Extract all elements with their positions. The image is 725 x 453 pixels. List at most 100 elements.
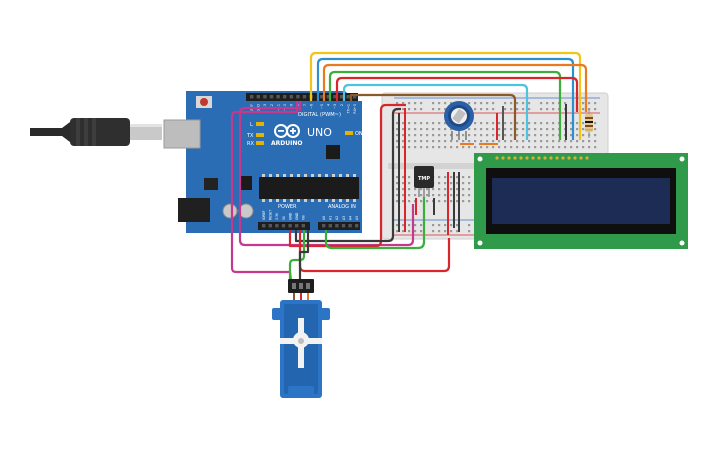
breadboard-hole[interactable] [546, 122, 549, 125]
breadboard-hole[interactable] [420, 128, 423, 131]
breadboard-hole[interactable] [492, 128, 495, 131]
breadboard-hole[interactable] [558, 140, 561, 143]
breadboard-hole[interactable] [402, 122, 405, 125]
breadboard-hole[interactable] [450, 182, 453, 185]
breadboard-hole[interactable] [408, 182, 411, 185]
breadboard-hole[interactable] [420, 108, 423, 111]
breadboard-hole[interactable] [402, 188, 405, 191]
breadboard-hole[interactable] [456, 134, 459, 137]
breadboard-hole[interactable] [408, 200, 411, 203]
breadboard-hole[interactable] [468, 146, 471, 149]
lcd-pin[interactable] [549, 156, 553, 160]
breadboard-hole[interactable] [444, 230, 447, 233]
breadboard-hole[interactable] [408, 122, 411, 125]
breadboard-hole[interactable] [450, 146, 453, 149]
breadboard-hole[interactable] [468, 140, 471, 143]
breadboard-hole[interactable] [474, 122, 477, 125]
breadboard-hole[interactable] [456, 230, 459, 233]
digital-pin-hole[interactable] [302, 95, 307, 99]
breadboard-hole[interactable] [420, 200, 423, 203]
breadboard-hole[interactable] [426, 134, 429, 137]
digital-pin-hole[interactable] [276, 95, 280, 99]
breadboard-hole[interactable] [582, 122, 585, 125]
breadboard-hole[interactable] [588, 102, 591, 105]
breadboard-hole[interactable] [408, 108, 411, 111]
lcd-pin[interactable] [561, 156, 565, 160]
lcd-pin[interactable] [525, 156, 529, 160]
breadboard-hole[interactable] [420, 224, 423, 227]
breadboard-hole[interactable] [396, 102, 399, 105]
digital-pin-hole[interactable] [320, 95, 324, 99]
breadboard-hole[interactable] [396, 200, 399, 203]
breadboard-hole[interactable] [582, 140, 585, 143]
breadboard-hole[interactable] [456, 140, 459, 143]
breadboard-hole[interactable] [492, 102, 495, 105]
breadboard-hole[interactable] [498, 146, 501, 149]
breadboard-hole[interactable] [414, 102, 417, 105]
breadboard-hole[interactable] [456, 194, 459, 197]
breadboard-hole[interactable] [504, 140, 507, 143]
breadboard-hole[interactable] [570, 146, 573, 149]
breadboard-hole[interactable] [456, 182, 459, 185]
breadboard-hole[interactable] [474, 128, 477, 131]
breadboard-hole[interactable] [510, 134, 513, 137]
breadboard-hole[interactable] [396, 188, 399, 191]
breadboard-hole[interactable] [528, 146, 531, 149]
breadboard-hole[interactable] [438, 146, 441, 149]
breadboard-hole[interactable] [432, 194, 435, 197]
breadboard-hole[interactable] [462, 140, 465, 143]
breadboard-hole[interactable] [438, 230, 441, 233]
breadboard-hole[interactable] [402, 230, 405, 233]
breadboard-hole[interactable] [552, 102, 555, 105]
breadboard-hole[interactable] [396, 140, 399, 143]
lcd-pin[interactable] [507, 156, 511, 160]
breadboard-hole[interactable] [480, 146, 483, 149]
breadboard-hole[interactable] [576, 122, 579, 125]
lcd-16x2[interactable] [474, 153, 688, 249]
breadboard-hole[interactable] [438, 122, 441, 125]
breadboard-hole[interactable] [498, 134, 501, 137]
breadboard-hole[interactable] [450, 200, 453, 203]
breadboard-hole[interactable] [594, 134, 597, 137]
breadboard-hole[interactable] [462, 188, 465, 191]
breadboard-hole[interactable] [480, 122, 483, 125]
breadboard-hole[interactable] [438, 194, 441, 197]
breadboard-hole[interactable] [408, 188, 411, 191]
power-pin-hole[interactable] [288, 224, 292, 228]
breadboard-hole[interactable] [570, 122, 573, 125]
breadboard-hole[interactable] [420, 134, 423, 137]
breadboard-hole[interactable] [594, 146, 597, 149]
breadboard-hole[interactable] [540, 140, 543, 143]
breadboard-hole[interactable] [402, 146, 405, 149]
breadboard-hole[interactable] [468, 200, 471, 203]
breadboard-hole[interactable] [414, 146, 417, 149]
breadboard-hole[interactable] [534, 146, 537, 149]
breadboard-hole[interactable] [408, 176, 411, 179]
breadboard-hole[interactable] [552, 134, 555, 137]
breadboard-hole[interactable] [426, 122, 429, 125]
breadboard-hole[interactable] [516, 108, 519, 111]
breadboard-hole[interactable] [564, 146, 567, 149]
breadboard-hole[interactable] [576, 128, 579, 131]
breadboard-hole[interactable] [510, 146, 513, 149]
breadboard-hole[interactable] [462, 182, 465, 185]
breadboard-hole[interactable] [438, 102, 441, 105]
breadboard-hole[interactable] [516, 134, 519, 137]
breadboard-hole[interactable] [516, 102, 519, 105]
breadboard-hole[interactable] [414, 134, 417, 137]
breadboard-hole[interactable] [462, 200, 465, 203]
power-pin-hole[interactable] [295, 224, 299, 228]
breadboard-hole[interactable] [528, 108, 531, 111]
breadboard-hole[interactable] [492, 140, 495, 143]
breadboard-hole[interactable] [468, 188, 471, 191]
breadboard-hole[interactable] [408, 128, 411, 131]
breadboard-hole[interactable] [582, 102, 585, 105]
breadboard-hole[interactable] [444, 188, 447, 191]
breadboard-hole[interactable] [456, 224, 459, 227]
breadboard-hole[interactable] [426, 200, 429, 203]
breadboard-hole[interactable] [450, 128, 453, 131]
breadboard-hole[interactable] [552, 108, 555, 111]
breadboard-hole[interactable] [540, 134, 543, 137]
lcd-pin[interactable] [579, 156, 583, 160]
